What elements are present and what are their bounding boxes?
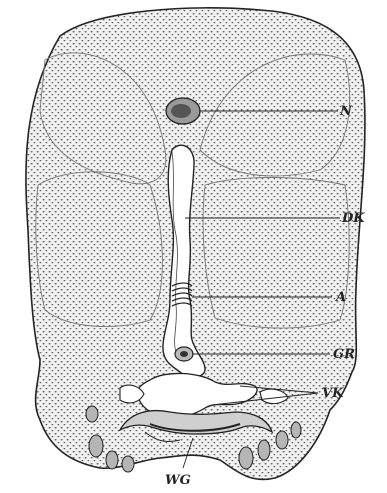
label-a: A [334, 290, 346, 305]
label-wg: WG [165, 473, 191, 488]
label-vk: VK [322, 386, 344, 401]
label-dk: DK [341, 211, 365, 226]
label-n: N [339, 104, 353, 119]
label-gr: GR [333, 347, 355, 362]
